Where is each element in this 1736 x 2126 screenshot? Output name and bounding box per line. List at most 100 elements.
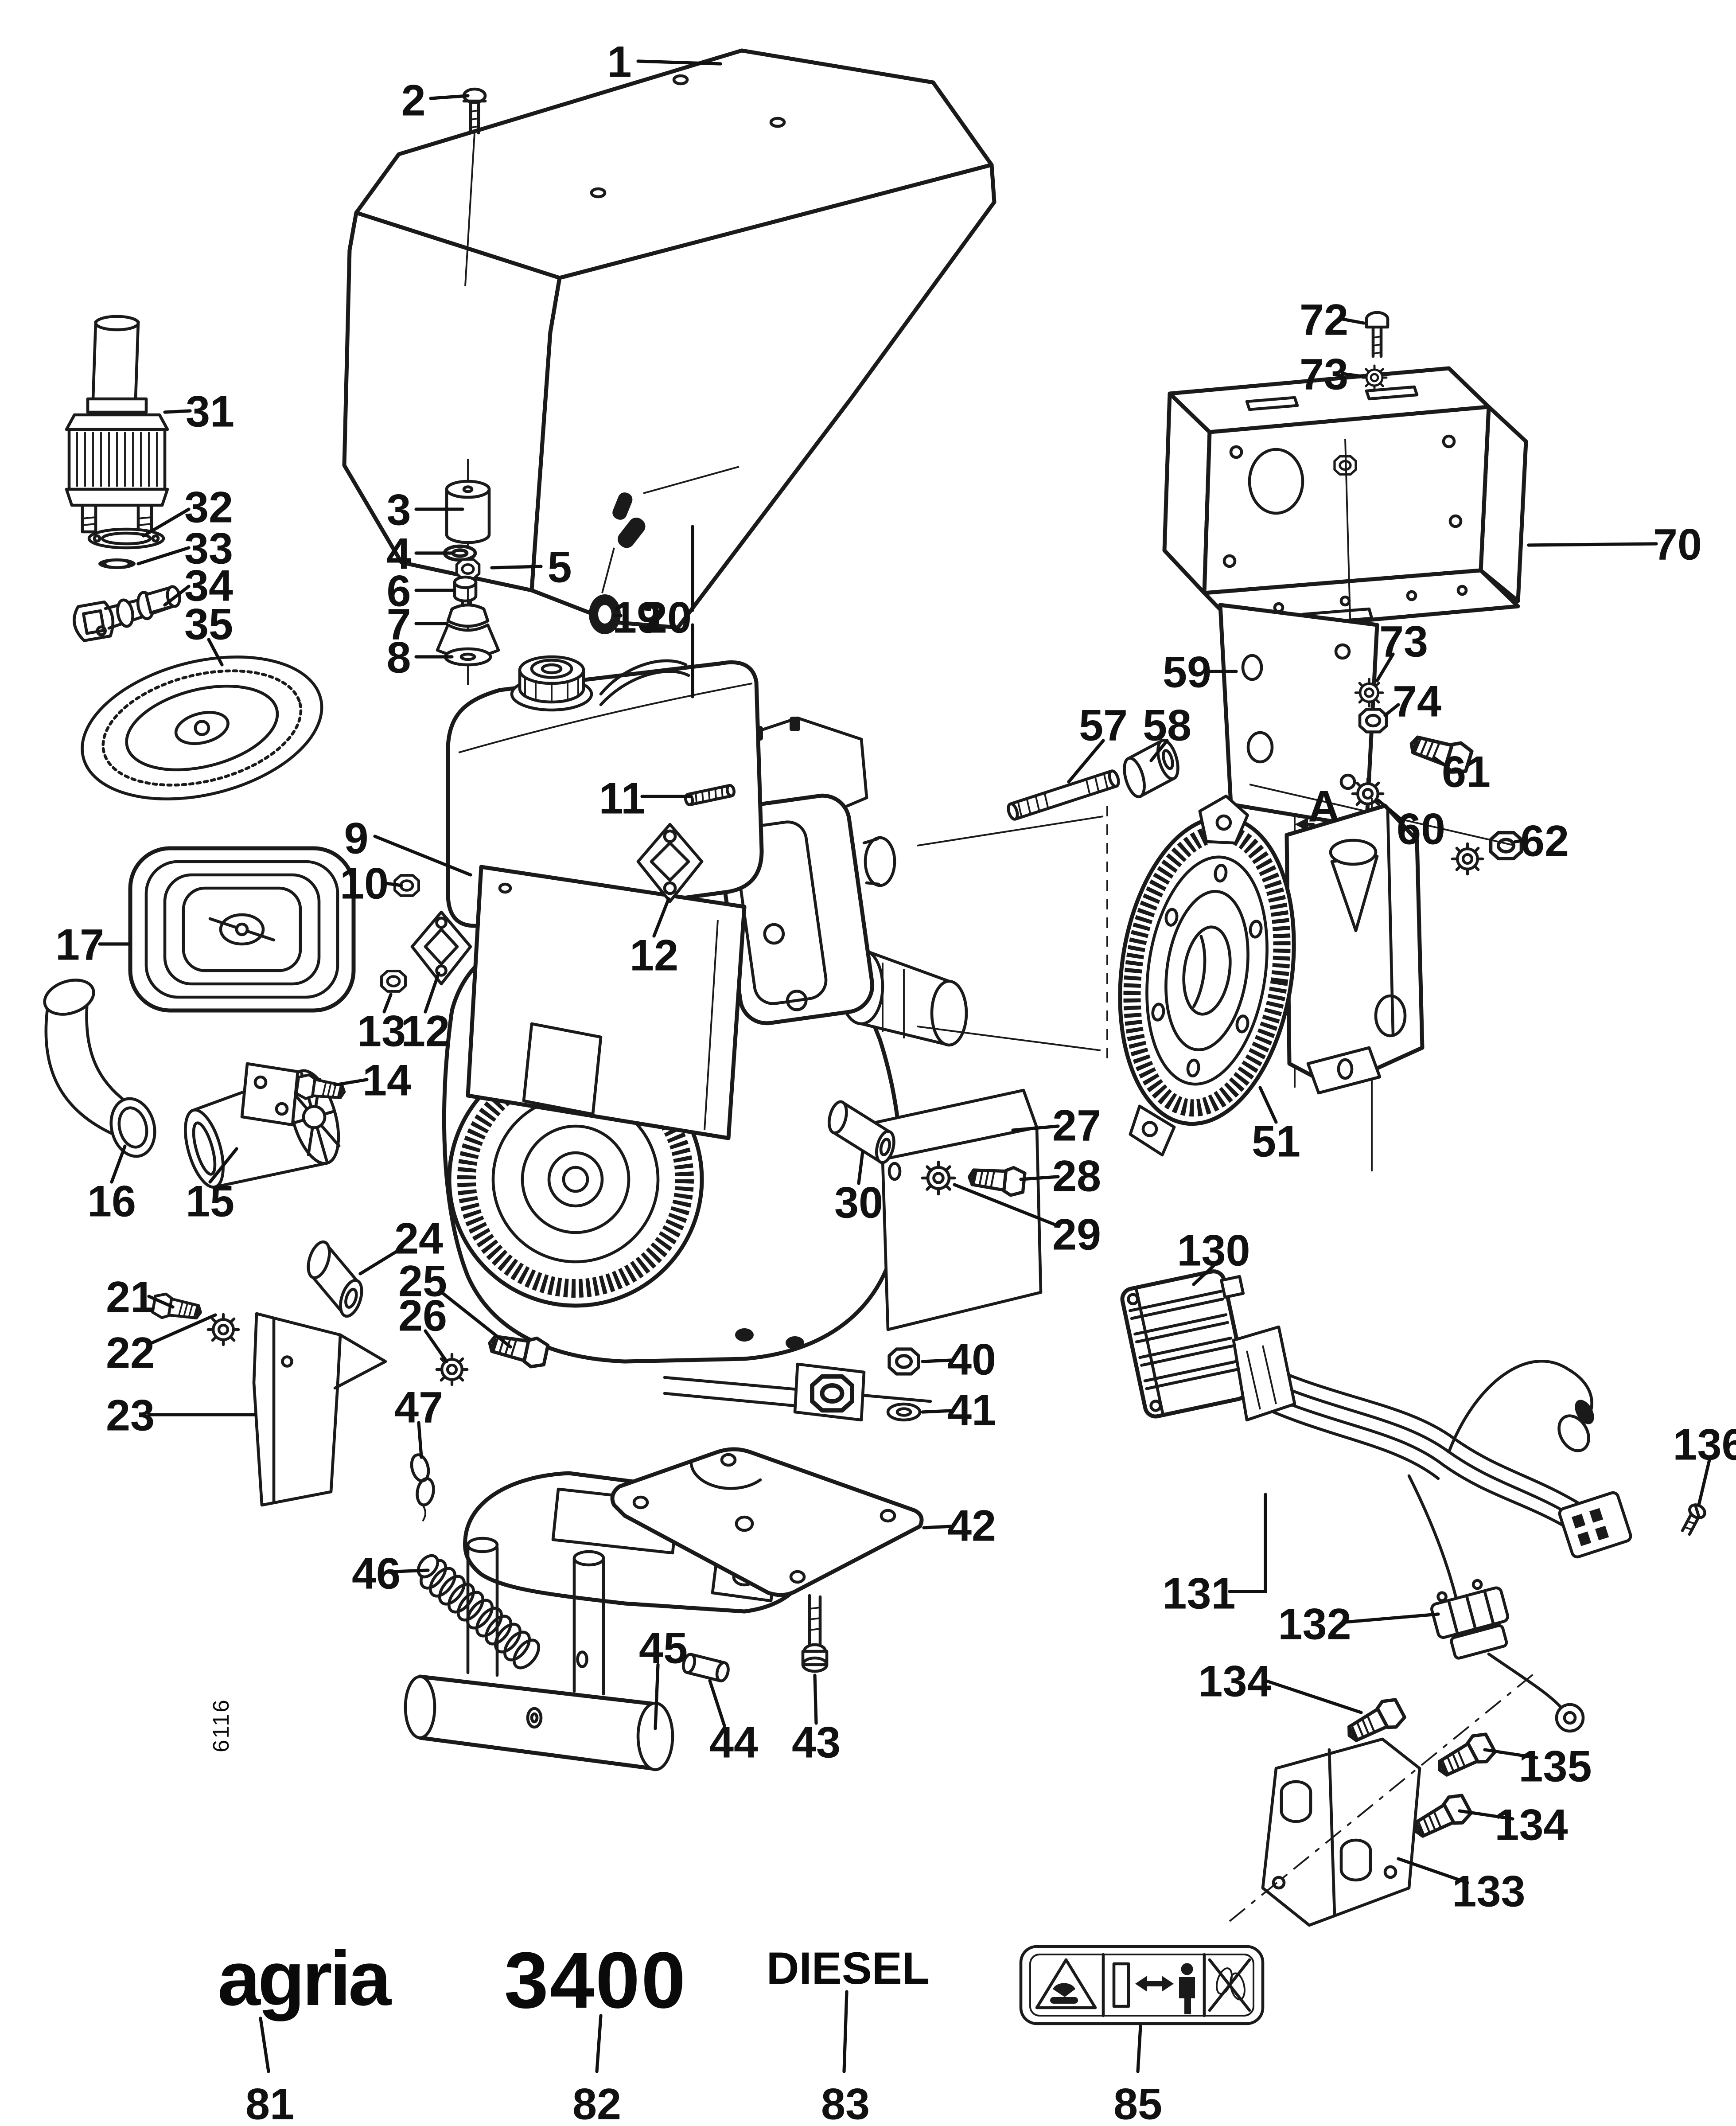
fuel-tap-part (73, 585, 181, 642)
callout-11: 11 (599, 774, 646, 823)
fuel-filter-part (65, 315, 169, 534)
plate-bolt-part (801, 1594, 829, 1673)
callout-4: 4 (386, 529, 411, 578)
leader-line (1136, 2025, 1142, 2073)
leader-line (921, 1358, 954, 1363)
leader-line (1011, 1124, 1060, 1132)
leader-line (1483, 1748, 1538, 1759)
callout-5: 5 (547, 542, 572, 592)
console-bolt-part (1365, 311, 1390, 358)
callout-23: 23 (106, 1391, 155, 1440)
leader-line (136, 546, 191, 566)
callout-32: 32 (184, 483, 233, 532)
engine-type-label: DIESEL (767, 1943, 930, 1993)
callout-46: 46 (352, 1549, 401, 1598)
leader-line (393, 1568, 430, 1573)
callout-133: 133 (1452, 1867, 1525, 1916)
callout-9: 9 (344, 814, 368, 863)
leader-line (1432, 756, 1449, 769)
callout-28: 28 (1052, 1151, 1101, 1201)
leader-line (381, 881, 403, 887)
callout-73: 73 (1379, 617, 1428, 666)
leader-line (857, 1150, 864, 1185)
leader-line (382, 993, 393, 1014)
leader-line (1697, 1458, 1711, 1507)
rubber-mount-part (1280, 1780, 1312, 1823)
callout-12: 12 (401, 1006, 450, 1056)
leader-line (207, 638, 224, 667)
leader-line (1067, 739, 1105, 784)
callout-72: 72 (1300, 295, 1348, 344)
model-logo: 3400 (504, 1936, 687, 2025)
callout-6: 6 (386, 566, 411, 616)
callout-134: 134 (1495, 1800, 1568, 1849)
leader-line (438, 1289, 512, 1349)
plate-star-washer-part (1355, 679, 1382, 706)
callout-29: 29 (1052, 1210, 1101, 1259)
leader-line (595, 2014, 603, 2073)
clevis-pin-part (682, 1653, 730, 1683)
leader-line (1458, 1809, 1514, 1821)
callout-81: 81 (245, 2079, 294, 2126)
callout-20: 20 (643, 593, 692, 642)
leader-line (1264, 1679, 1363, 1714)
callout-7: 7 (386, 600, 411, 649)
callout-13: 13 (357, 1006, 406, 1056)
callout-42: 42 (947, 1501, 996, 1550)
fuel-line-part (589, 466, 740, 634)
leader-line (921, 1409, 954, 1414)
leader-line (424, 1329, 448, 1363)
callout-132: 132 (1278, 1599, 1351, 1649)
bracket-spacer-part (307, 1240, 363, 1318)
wiring-harness-part (1232, 1325, 1632, 1733)
leader-line (636, 59, 722, 66)
leader-line (490, 565, 543, 570)
callout-85: 85 (1113, 2079, 1162, 2126)
callout-41: 41 (947, 1385, 996, 1435)
leader-line (110, 1144, 127, 1184)
console-bracket-part (1162, 366, 1528, 634)
cover-star-washer-part (922, 1162, 954, 1194)
mount-stack-parts (436, 459, 500, 685)
lower-bracket-part (252, 1312, 387, 1507)
leader-line (1258, 1086, 1278, 1124)
bracket-bolt-part (152, 1292, 203, 1324)
callout-130: 130 (1177, 1226, 1250, 1275)
callout-17: 17 (55, 920, 104, 969)
callout-44: 44 (709, 1718, 758, 1767)
callout-30: 30 (834, 1178, 883, 1227)
callout-58: 58 (1143, 701, 1191, 750)
callout-16: 16 (87, 1177, 136, 1226)
leader-line (259, 2017, 270, 2073)
callout-33: 33 (184, 524, 233, 573)
callout-2: 2 (401, 76, 425, 125)
leader-line (1228, 1493, 1267, 1593)
stud-long-part (1007, 769, 1120, 821)
callout-19: 19 (612, 593, 661, 642)
cotter-chain-part (410, 1453, 435, 1522)
engine-cover-part (342, 48, 996, 630)
leader-line (163, 409, 192, 414)
flywheel-housing-part (1118, 794, 1425, 1157)
callout-45: 45 (639, 1623, 688, 1673)
leader-line (1343, 1612, 1440, 1624)
cover-screw-part (462, 87, 487, 135)
base-nut-part (889, 1349, 919, 1374)
leader-line (1375, 652, 1395, 683)
callout-51: 51 (1252, 1117, 1300, 1166)
leader-line (953, 1183, 1060, 1228)
callout-34: 34 (184, 561, 233, 610)
exhaust-gasket-left-part (410, 910, 472, 986)
callout-8: 8 (386, 633, 411, 682)
leader-line (1514, 839, 1528, 843)
callout-73: 73 (1300, 350, 1348, 399)
air-filter-element-part (81, 655, 323, 800)
callout-70: 70 (1653, 520, 1702, 569)
brand-logo: agria (218, 1935, 392, 2021)
leader-line (358, 1247, 403, 1276)
mount-bracket-part (1229, 1672, 1536, 1927)
leader-line (1341, 317, 1366, 325)
leader-line (842, 1990, 849, 2073)
